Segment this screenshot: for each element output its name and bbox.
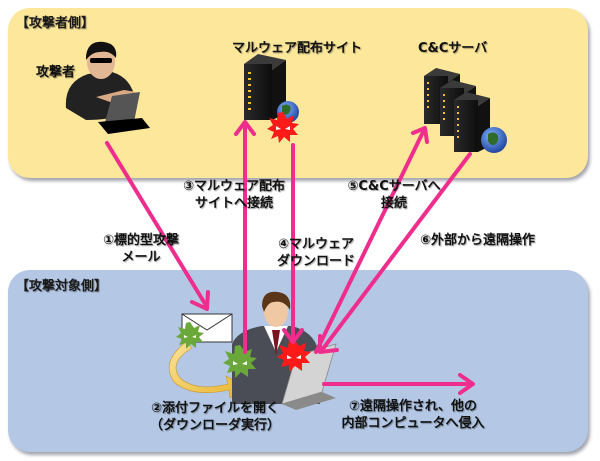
arrow-1-email xyxy=(105,141,210,311)
step-7-label: ⑦遠隔操作され、他の 内部コンピュータへ侵入 xyxy=(341,399,485,431)
attacker-figure-icon xyxy=(65,41,150,134)
malware-green-icon xyxy=(223,345,257,378)
step-4-label: ④マルウェア ダウンロード xyxy=(276,237,355,269)
attacker-label: 攻撃者 xyxy=(36,65,76,80)
malware-green-icon xyxy=(176,322,204,349)
target-side-title: 【攻撃対象側】 xyxy=(16,279,108,294)
step-2-label: ②添付ファイルを開く （ダウンローダ実行） xyxy=(149,401,280,433)
arrow-7-lateral-movement xyxy=(322,373,475,395)
step-6-label: ⑥外部から遠隔操作 xyxy=(420,233,536,248)
malware-red-icon xyxy=(277,339,311,372)
arrow-3-connect-malware-site xyxy=(234,120,256,354)
cc-server-icon xyxy=(424,68,507,153)
arrow-6-remote-control xyxy=(318,152,472,354)
step-1-label: ①標的型攻撃 メール xyxy=(102,233,179,265)
step-3-label: ③マルウェア配布 サイトへ接続 xyxy=(182,179,285,211)
arrow-5-connect-cc xyxy=(314,126,429,354)
malware-site-server-icon xyxy=(244,54,299,123)
step-5-label: ⑤C&Cサーバへ 接続 xyxy=(347,179,441,211)
cc-server-label: C&Cサーバ xyxy=(418,41,488,56)
malware-site-label: マルウェア配布サイト xyxy=(232,41,363,56)
malware-red-icon xyxy=(267,112,299,143)
arrow-4-download xyxy=(282,143,304,344)
attacker-side-title: 【攻撃者側】 xyxy=(16,16,95,31)
